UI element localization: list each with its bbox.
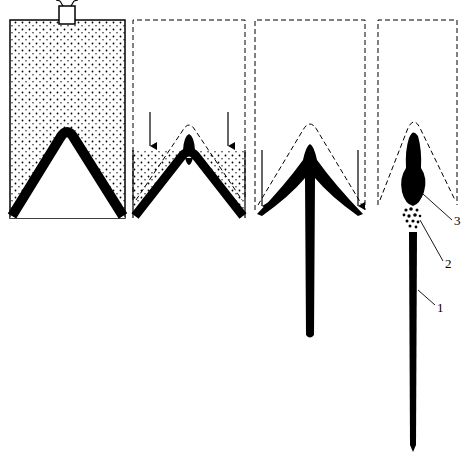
callout-number: 2 <box>445 257 452 270</box>
callout-number: 1 <box>437 301 444 314</box>
leader-line <box>423 194 452 220</box>
panel-collapse <box>133 20 245 218</box>
leader-line <box>420 220 443 261</box>
panel-jet-formed <box>378 20 457 452</box>
panel-jet-forming <box>255 20 365 338</box>
leader-line <box>418 290 435 305</box>
callout-number: 3 <box>454 214 461 227</box>
panel-initial <box>10 0 125 218</box>
